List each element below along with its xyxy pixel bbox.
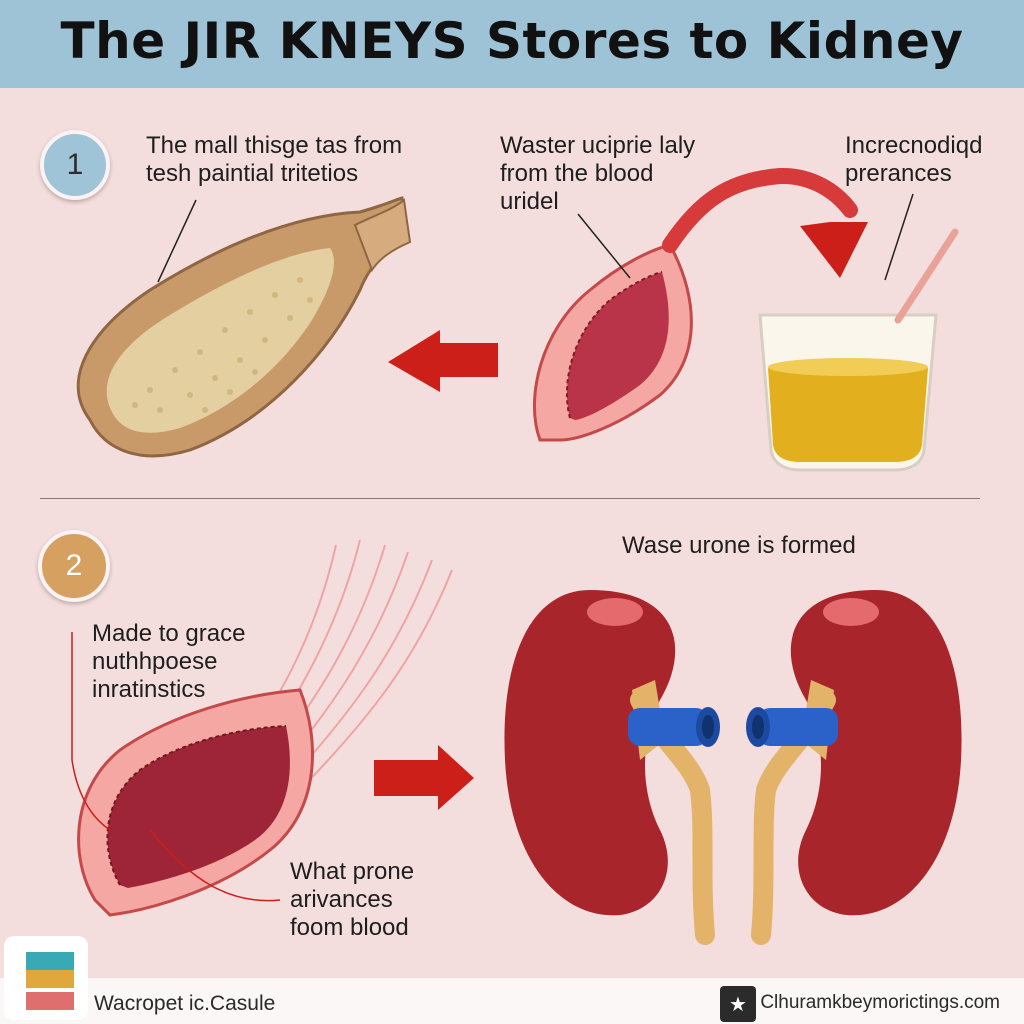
pointer-line <box>71 632 111 831</box>
page-title: The JIR KNEYS Stores to Kidney <box>60 12 964 70</box>
color-swatch <box>26 952 74 970</box>
pointer-line <box>884 193 914 281</box>
blood-vessel-large-illustration <box>77 688 314 917</box>
urine-glass-illustration <box>758 228 959 472</box>
renal-vessel-right-icon <box>746 707 838 747</box>
person-logo-icon: ★ <box>720 986 756 1022</box>
pointer-line <box>157 199 197 283</box>
step1-caption-blood: Waster uciprie laly from the blood uride… <box>500 132 696 215</box>
color-swatch-stack <box>4 936 88 1020</box>
footer-website-link[interactable]: Clhuramkbeymorictings.com <box>760 992 1000 1013</box>
step1-caption-glass: Increcnodiqd prerances <box>845 132 983 187</box>
step2-caption-blood: What prone arivances foom blood <box>290 858 415 941</box>
header-bar <box>0 0 1024 88</box>
section-divider <box>40 498 980 499</box>
footer-credit: Wacropet ic.Casule <box>94 992 276 1015</box>
arrow-down-icon <box>800 222 868 278</box>
step-number-badge: 2 <box>38 530 110 602</box>
step2-caption-urine: Wase urone is formed <box>622 532 856 559</box>
right-kidney-illustration <box>751 590 962 945</box>
footer-bar <box>0 978 1024 1024</box>
left-kidney-illustration <box>504 590 715 945</box>
step-number-badge: 1 <box>40 130 110 200</box>
arrow-right-icon <box>374 745 474 810</box>
blood-vessel-illustration <box>533 167 858 442</box>
renal-vessel-left-icon <box>628 707 720 747</box>
step2-caption-fibers: Made to grace nuthhpoese inratinstics <box>92 620 246 703</box>
pointer-line <box>149 829 281 902</box>
color-swatch <box>26 970 74 988</box>
pointer-line <box>577 213 631 279</box>
intestine-pouch-illustration <box>76 196 412 458</box>
arrow-left-icon <box>388 330 498 392</box>
color-swatch <box>26 992 74 1010</box>
step1-caption-food: The mall thisge tas from tesh paintial t… <box>146 132 403 187</box>
